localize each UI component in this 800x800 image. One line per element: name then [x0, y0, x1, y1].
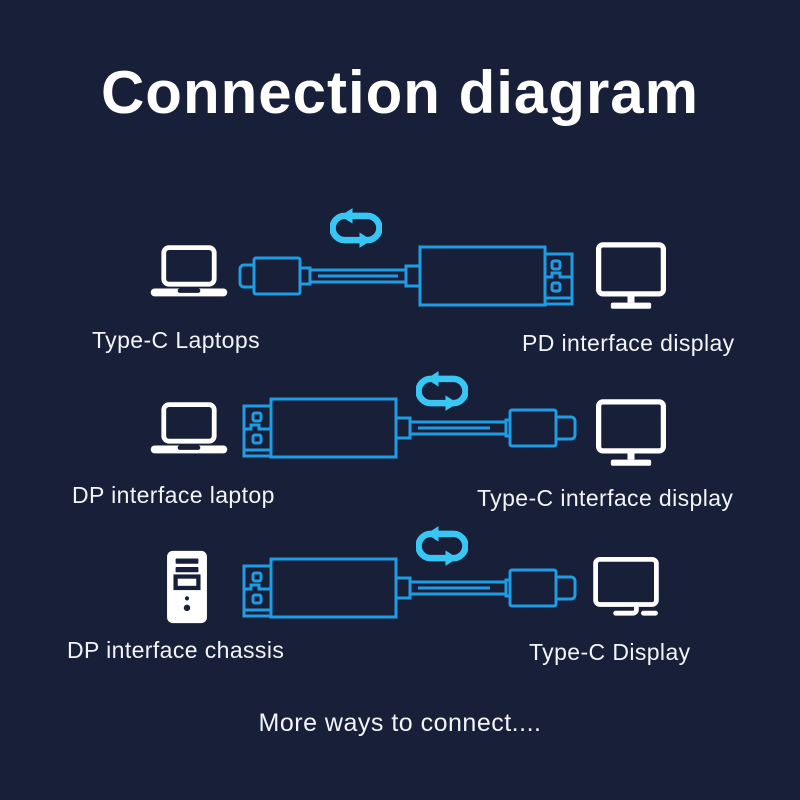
sync-arrows-icon	[330, 205, 382, 251]
type-c-to-dp-cable	[238, 241, 578, 311]
laptop-icon	[149, 245, 229, 299]
tower-pc-icon	[165, 549, 209, 625]
laptop-icon	[149, 402, 229, 456]
sync-arrows-icon	[416, 523, 468, 569]
target-device-label: PD interface display	[522, 330, 735, 356]
source-device-label: Type-C Laptops	[92, 327, 260, 353]
monitor-icon	[596, 399, 666, 466]
source-device-label: DP interface laptop	[72, 482, 275, 508]
dp-to-type-c-cable	[238, 553, 578, 623]
target-device-label: Type-C Display	[529, 639, 691, 665]
monitor-icon	[596, 242, 666, 309]
dp-to-type-c-cable	[238, 393, 578, 463]
footer-text: More ways to connect....	[258, 709, 542, 737]
source-device-label: DP interface chassis	[67, 637, 285, 663]
page-title: Connection diagram	[100, 59, 700, 126]
target-device-label: Type-C interface display	[477, 485, 734, 511]
monitor-icon	[593, 556, 659, 620]
sync-arrows-icon	[416, 368, 468, 414]
